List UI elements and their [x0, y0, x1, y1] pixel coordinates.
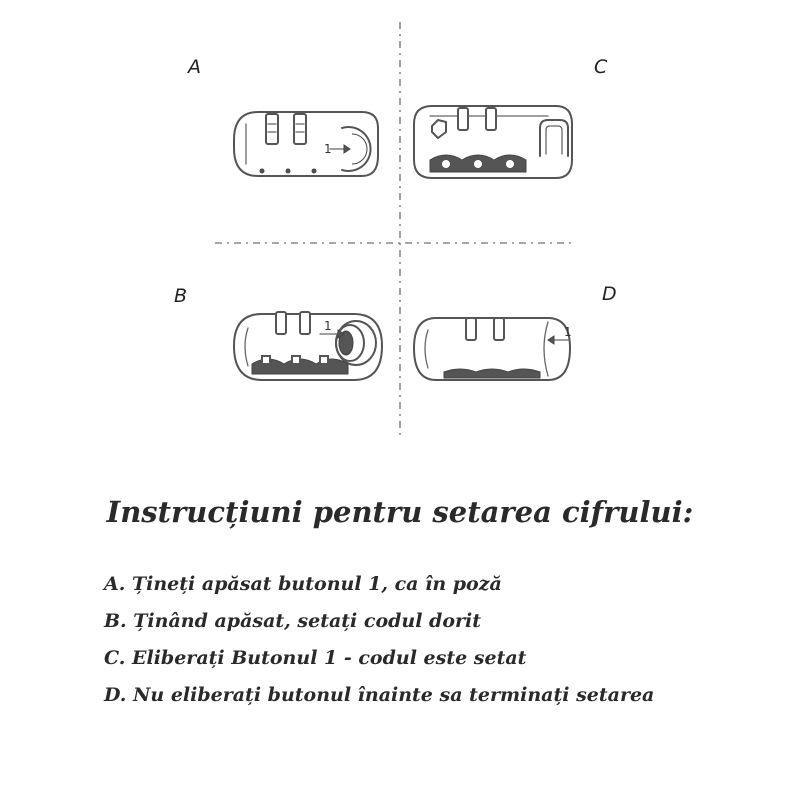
button-callout-a: 1: [324, 142, 332, 156]
lock-illustration-a: 1: [233, 111, 379, 177]
button-callout-d: 1: [564, 325, 572, 339]
panel-label-a: A: [186, 56, 201, 78]
panel-label-b: B: [174, 285, 187, 307]
instructions-title: Instrucțiuni pentru setarea cifrului:: [106, 495, 694, 529]
lock-illustration-d: 1: [413, 317, 572, 381]
lock-setting-diagram: A C B D 1: [174, 22, 617, 440]
panel-label-c: C: [594, 56, 608, 78]
instruction-step-a: A. Țineți apăsat butonul 1, ca în poză: [104, 573, 502, 595]
instruction-step-b: B. Ținând apăsat, setați codul dorit: [104, 610, 482, 632]
panel-label-d: D: [602, 283, 617, 305]
button-callout-b: 1: [324, 319, 332, 333]
lock-illustration-b: 1: [233, 311, 383, 381]
instruction-step-d: D. Nu eliberați butonul înainte sa termi…: [104, 684, 655, 706]
instruction-step-c: C. Eliberați Butonul 1 - codul este seta…: [104, 647, 527, 669]
lock-illustration-c: [413, 105, 573, 179]
instruction-steps: A. Țineți apăsat butonul 1, ca în poză B…: [104, 566, 654, 714]
